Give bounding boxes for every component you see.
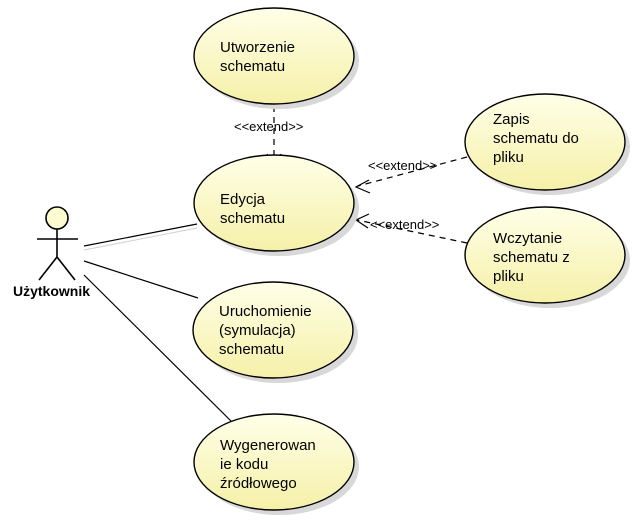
use-case-create-label: Utworzenie schematu: [220, 39, 296, 75]
actor-head: [45, 206, 69, 230]
actor-label: Użytkownik: [13, 283, 91, 299]
use-case-load[interactable]: [464, 206, 630, 308]
use-case-create[interactable]: [193, 7, 359, 109]
extend-load-label: <<extend>>: [370, 217, 439, 232]
use-case-run-label: Uruchomienie (symulacja) schematu: [219, 303, 312, 358]
use-case-save[interactable]: [464, 93, 630, 195]
use-case-generate-label: Wygenerowan ie kodu źródłowego: [220, 437, 316, 492]
use-case-edit[interactable]: [193, 154, 359, 256]
extend-load-arrowhead: [354, 213, 370, 229]
extend-save-line: [357, 156, 468, 187]
use-case-save-label: Zapis schematu do pliku: [493, 111, 579, 166]
actor-figure[interactable]: [37, 206, 78, 281]
association-generate: [83, 274, 235, 425]
use-case-run[interactable]: [192, 281, 358, 383]
extend-save-arrowhead: [354, 179, 371, 194]
use-case-load-label: Wczytanie schematu z pliku: [493, 230, 570, 285]
use-case-edit-label: Edycja schematu: [220, 191, 286, 227]
extend-save-label: <<extend>>: [368, 158, 437, 173]
extend-load-line: [356, 219, 468, 244]
use-case-generate[interactable]: [193, 413, 359, 515]
extend-create-label: <<extend>>: [234, 119, 303, 134]
association-edit: [83, 223, 198, 247]
association-run: [83, 260, 199, 299]
